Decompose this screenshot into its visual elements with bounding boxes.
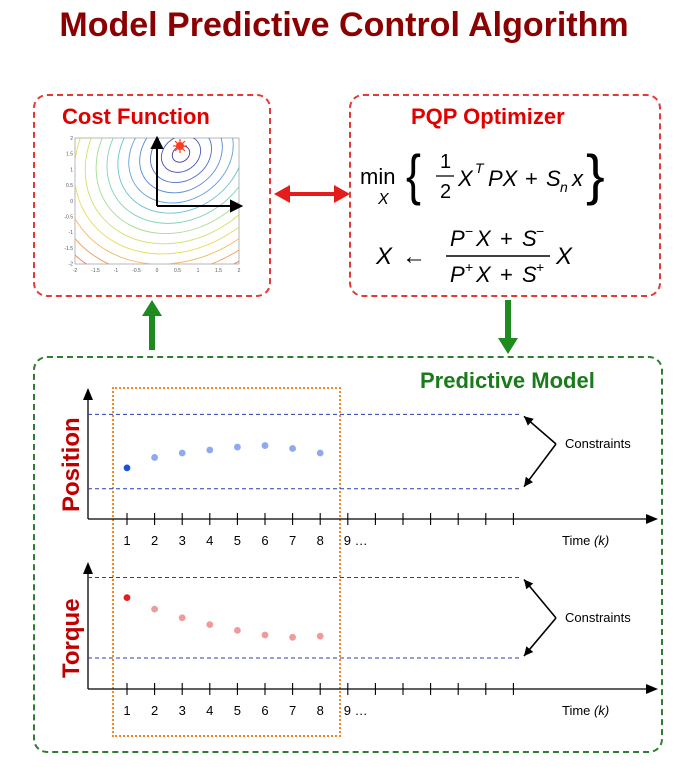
svg-text:2: 2 [440, 181, 451, 203]
svg-text:X: X [475, 262, 492, 287]
contour-x-tick: -0.5 [132, 268, 141, 274]
position-axis-label: Position [58, 417, 85, 512]
pqp-optimizer-title: PQP Optimizer [411, 104, 565, 129]
svg-text:P: P [450, 262, 465, 287]
predictive-model-box [33, 356, 663, 753]
contour-lines [75, 138, 239, 264]
contour-x-tick: 0.5 [174, 268, 181, 274]
svg-text:{: { [406, 143, 421, 206]
contour-x-tick: 0 [156, 268, 159, 274]
svg-text:+: + [465, 259, 473, 275]
svg-text:+: + [525, 166, 538, 191]
svg-text:X: X [375, 243, 393, 270]
optimum-star-icon [173, 139, 187, 153]
svg-text:+: + [536, 259, 544, 275]
contour-y-tick: 0.5 [66, 183, 73, 189]
svg-text:P: P [450, 226, 465, 251]
cost-function-box [33, 94, 271, 297]
svg-text:n: n [560, 179, 568, 195]
svg-text:S: S [522, 226, 537, 251]
contour-y-tick: 1.5 [66, 152, 73, 158]
predictive-model-title: Predictive Model [420, 368, 595, 393]
svg-text:−: − [536, 223, 544, 239]
svg-text:1: 1 [440, 151, 451, 173]
svg-text:−: − [465, 223, 473, 239]
contour-plot: -2 -1.5 -1 -0.5 0 0.5 1 1.5 2 2 1.5 1 0.5 0 -0.5 -1 -1.… [64, 136, 243, 274]
contour-y-tick: -1 [69, 230, 74, 236]
svg-text:T: T [475, 160, 485, 176]
contour-y-tick: 2 [70, 136, 73, 142]
pqp-optimizer-box [349, 94, 661, 297]
contour-x-tick: -2 [73, 268, 78, 274]
axes-arrows [150, 136, 243, 213]
contour-x-tick: -1 [114, 268, 119, 274]
svg-text:+: + [500, 262, 513, 287]
contour-x-tick: 1 [197, 268, 200, 274]
svg-text:X: X [475, 226, 492, 251]
contour-x-tick: -1.5 [91, 268, 100, 274]
svg-text:S: S [546, 166, 561, 191]
optimizer-equations: min X { 1 2 X T PX + S n x } X ← P − X +… [360, 143, 605, 287]
contour-y-tick: -2 [69, 262, 74, 268]
svg-text:min: min [360, 164, 395, 189]
bidirectional-arrow-icon [274, 185, 350, 203]
svg-text:+: + [500, 226, 513, 251]
svg-text:PX: PX [488, 166, 519, 191]
svg-text:X: X [377, 191, 390, 208]
prediction-horizon-window [112, 387, 341, 737]
cost-function-title: Cost Function [62, 104, 210, 129]
svg-text:}: } [586, 143, 605, 206]
svg-text:X: X [555, 243, 573, 270]
torque-axis-label: Torque [58, 598, 85, 678]
svg-text:S: S [522, 262, 537, 287]
svg-text:x: x [571, 166, 584, 191]
contour-y-tick: 1 [70, 167, 73, 173]
svg-text:X: X [457, 166, 474, 191]
arrow-down-icon [498, 300, 518, 354]
contour-y-tick: 0 [70, 199, 73, 205]
page-title: Model Predictive Control Algorithm [59, 6, 629, 44]
svg-text:←: ← [402, 243, 426, 270]
contour-y-tick: -1.5 [64, 246, 73, 252]
contour-y-tick: -0.5 [64, 215, 73, 221]
arrow-up-icon [142, 300, 162, 350]
contour-x-tick: 2 [238, 268, 241, 274]
contour-x-tick: 1.5 [215, 268, 222, 274]
